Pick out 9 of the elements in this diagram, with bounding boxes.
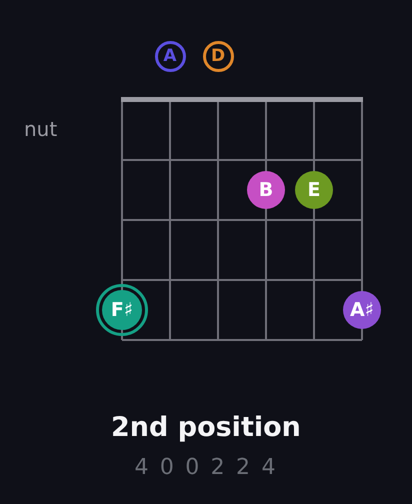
- nut-label: nut: [24, 117, 58, 141]
- open-string-marker: D: [202, 40, 234, 72]
- finger-dot: B: [247, 171, 285, 209]
- finger-dot: E: [295, 171, 333, 209]
- finger-dot: A♯: [343, 291, 381, 329]
- root-note-dot: F♯: [96, 284, 148, 336]
- open-string-marker: A: [154, 40, 186, 72]
- chord-title: 2nd position: [111, 412, 301, 443]
- fingering-numbers: 4 0 0 2 2 4: [134, 455, 278, 480]
